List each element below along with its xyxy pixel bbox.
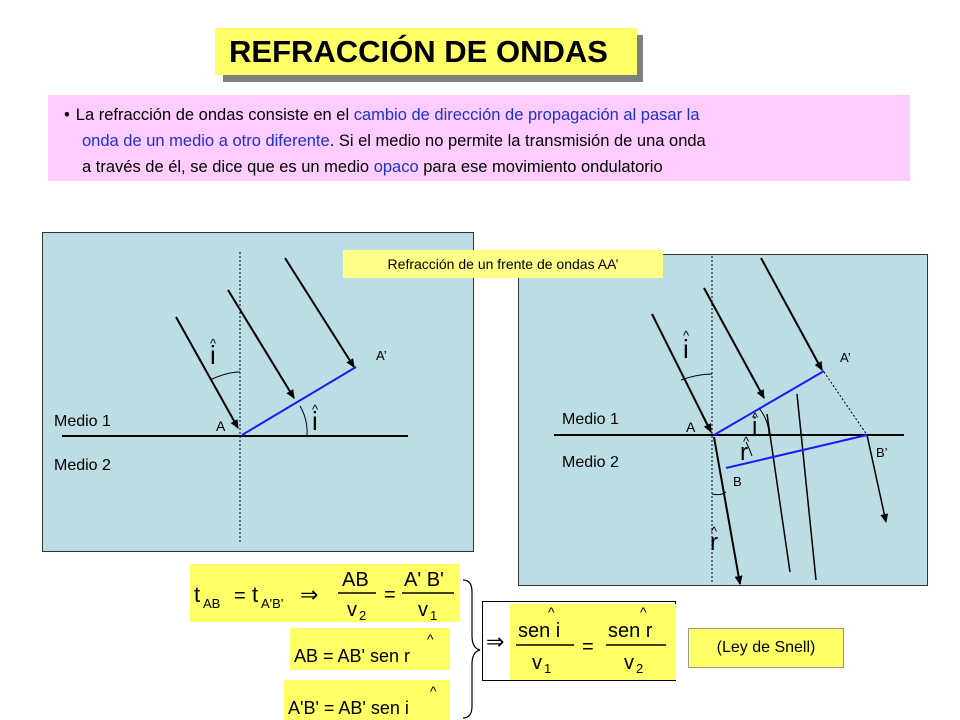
left-diagram-panel xyxy=(42,232,474,552)
angle-arc-i2 xyxy=(758,407,770,436)
point-a-prime-label: A’ xyxy=(376,348,387,363)
intro-paragraph: • La refracción de ondas consiste en el c… xyxy=(48,95,910,181)
point-b-label: B xyxy=(733,474,742,489)
ray-2-refracted xyxy=(766,413,791,573)
angle-hat-r-1: ^ xyxy=(743,434,750,449)
t-apb-symbol: t xyxy=(252,582,258,607)
snell-equation: ⇒ ^ sen i v 1 = ^ sen r v 2 xyxy=(486,604,666,676)
angle-hat-r-2: ^ xyxy=(711,524,718,539)
medio-1-label: Medio 1 xyxy=(54,413,111,430)
wavefront-bb xyxy=(725,434,868,469)
intro-highlight-1: cambio de dirección de propagación al pa… xyxy=(353,106,700,124)
ray-1 xyxy=(175,316,239,429)
implies-arrow-2: ⇒ xyxy=(486,629,504,654)
intro-text-1: La refracción de ondas consiste en el xyxy=(75,106,354,124)
snell-equals: = xyxy=(582,636,594,658)
ray-3-incident xyxy=(760,257,823,371)
v1-symbol: v xyxy=(418,599,428,621)
angle-hat-i-2: ^ xyxy=(752,410,759,425)
wavefront-aa xyxy=(713,370,825,436)
right-diagram-panel xyxy=(518,254,928,586)
medio-2-label: Medio 2 xyxy=(54,457,111,474)
ray-3-refracted xyxy=(796,393,817,581)
implies-arrow-1: ⇒ xyxy=(300,582,318,607)
ray-3 xyxy=(284,257,355,368)
v1-subscript: 1 xyxy=(430,608,437,623)
point-a-label: A xyxy=(686,419,696,435)
point-a-label: A xyxy=(216,418,226,434)
t-apb-subscript: A'B' xyxy=(261,596,283,611)
t-ab-subscript: AB xyxy=(203,596,220,611)
equation-apbp-text: A'B' = AB' sen i xyxy=(288,698,409,718)
point-a-prime-label: A’ xyxy=(840,350,851,365)
equation-ab-text: AB = AB' sen r xyxy=(294,646,410,666)
angle-hat-1: ^ xyxy=(210,336,217,351)
angle-i-label-1: i xyxy=(210,340,216,370)
right-diagram: ^ i ^ i ^ r ^ r A’ A B B’ Medio 1 Medio … xyxy=(554,256,904,585)
t-ab-symbol: t xyxy=(194,582,200,607)
equation-apbp: ^ A'B' = AB' sen i xyxy=(288,683,437,718)
hat-r-eq2: ^ xyxy=(427,631,434,647)
path-a-prime-b-prime xyxy=(823,371,868,436)
equation-time: t AB = t A'B' ⇒ AB v 2 = A' B' v 1 xyxy=(194,569,454,623)
hat-r-snell: ^ xyxy=(640,604,647,620)
ray-2 xyxy=(227,289,295,399)
angle-arc-i xyxy=(680,373,713,381)
angle-arc-r2 xyxy=(711,491,727,496)
intro-highlight-3: opaco xyxy=(373,158,419,176)
equals-sign-2: = xyxy=(384,584,396,606)
angle-r-label-1: r xyxy=(740,439,748,466)
ray-1-incident xyxy=(651,313,712,433)
angle-arc-2 xyxy=(299,405,308,436)
brace-path xyxy=(462,579,481,719)
v2-symbol: v xyxy=(347,599,357,621)
intro-line-2: onda de un medio a otro diferente. Si el… xyxy=(64,128,902,154)
bullet: • xyxy=(64,106,70,124)
intro-text-2: . Si el medio no permite la transmisión … xyxy=(329,132,706,150)
snell-sen-i: sen i xyxy=(518,620,560,642)
medio-1-label: Medio 1 xyxy=(562,411,619,428)
snell-v1-subscript: 1 xyxy=(544,661,551,676)
ray-4-refracted xyxy=(866,434,889,523)
equals-sign-1: = xyxy=(234,585,246,607)
hat-i-eq3: ^ xyxy=(430,683,437,699)
diagram-caption: Refracción de un frente de ondas AA’ xyxy=(343,250,663,278)
angle-hat-i-1: ^ xyxy=(683,328,690,343)
ray-1-refracted xyxy=(713,436,743,585)
snell-equation-box xyxy=(510,604,676,680)
intro-text-3: a través de él, se dice que es un medio xyxy=(82,158,374,176)
snell-v2-symbol: v xyxy=(624,652,634,674)
medio-2-label: Medio 2 xyxy=(562,454,619,471)
angle-i-label-2: i xyxy=(312,406,318,436)
wavefront-aa xyxy=(241,366,357,436)
angle-i-label-2: i xyxy=(752,413,757,440)
point-b-prime-label: B’ xyxy=(876,445,888,460)
intro-text-4: para ese movimiento ondulatorio xyxy=(418,158,663,176)
angle-arc-1 xyxy=(209,371,241,381)
left-diagram: ^ i ^ i A’ A Medio 1 Medio 2 xyxy=(54,252,408,544)
angle-hat-2: ^ xyxy=(312,402,319,417)
brace xyxy=(462,579,481,719)
intro-line-3: a través de él, se dice que es un medio … xyxy=(64,154,902,180)
equation-apbp-box xyxy=(284,680,450,720)
angle-r-label-2: r xyxy=(710,529,718,556)
page-title: REFRACCIÓN DE ONDAS xyxy=(215,28,637,75)
snell-v1-symbol: v xyxy=(532,652,542,674)
fraction-ab-numerator: AB xyxy=(342,569,369,591)
angle-arc-r xyxy=(745,441,753,457)
equation-ab: ^ AB = AB' sen r xyxy=(294,631,434,666)
angle-i-label-1: i xyxy=(683,334,689,364)
snell-v2-subscript: 2 xyxy=(636,661,643,676)
fraction-apbp-numerator: A' B' xyxy=(404,569,444,591)
snell-sen-r: sen r xyxy=(608,620,653,642)
equation-ab-box xyxy=(290,628,450,670)
intro-highlight-2: onda de un medio a otro diferente xyxy=(82,132,330,150)
hat-i-snell: ^ xyxy=(548,604,555,620)
snell-law-label: (Ley de Snell) xyxy=(688,628,844,668)
v2-subscript: 2 xyxy=(359,608,366,623)
ray-2-incident xyxy=(703,287,765,399)
